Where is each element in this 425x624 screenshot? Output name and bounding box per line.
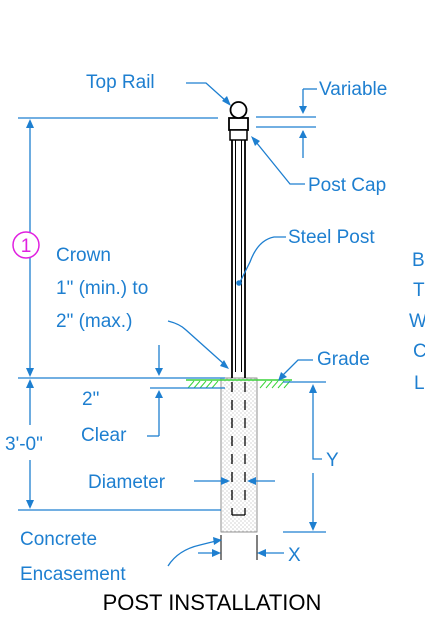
concrete-label-line2: Encasement bbox=[20, 564, 126, 585]
post-cap bbox=[228, 117, 249, 141]
concrete-label-line1: Concrete bbox=[20, 529, 97, 550]
steel-post bbox=[231, 140, 246, 378]
crown-label: Crown bbox=[56, 245, 111, 266]
depth-label: 3'-0" bbox=[5, 434, 43, 455]
cutoff-letter-4: C bbox=[413, 341, 425, 362]
crown-min: 1" (min.) to bbox=[56, 278, 148, 299]
post-cap-label: Post Cap bbox=[308, 175, 386, 196]
clear-dim-value: 2" bbox=[82, 389, 99, 410]
clear-label: Clear bbox=[81, 425, 127, 446]
x-dim-label: X bbox=[288, 545, 301, 566]
cutoff-letter-3: W bbox=[409, 311, 425, 332]
crown-marker-circle bbox=[12, 231, 40, 259]
variable-label: Variable bbox=[319, 79, 387, 100]
grade-label: Grade bbox=[317, 349, 370, 370]
top-rail bbox=[229, 101, 248, 119]
top-rail-label: Top Rail bbox=[86, 72, 155, 93]
crown-marker-number: 1 bbox=[21, 236, 32, 257]
y-dim-label: Y bbox=[326, 450, 339, 471]
cutoff-letter-5: L bbox=[414, 373, 425, 394]
diameter-label: Diameter bbox=[88, 472, 166, 493]
cutoff-letter-1: B bbox=[412, 250, 425, 271]
cutoff-letter-2: T bbox=[413, 280, 425, 301]
crown-max: 2" (max.) bbox=[56, 311, 132, 332]
grade-line bbox=[186, 379, 292, 389]
concrete-encasement bbox=[220, 377, 258, 533]
embedded-post-dashed bbox=[231, 382, 246, 516]
steel-post-label: Steel Post bbox=[288, 227, 375, 248]
diagram-title: POST INSTALLATION bbox=[103, 590, 322, 615]
